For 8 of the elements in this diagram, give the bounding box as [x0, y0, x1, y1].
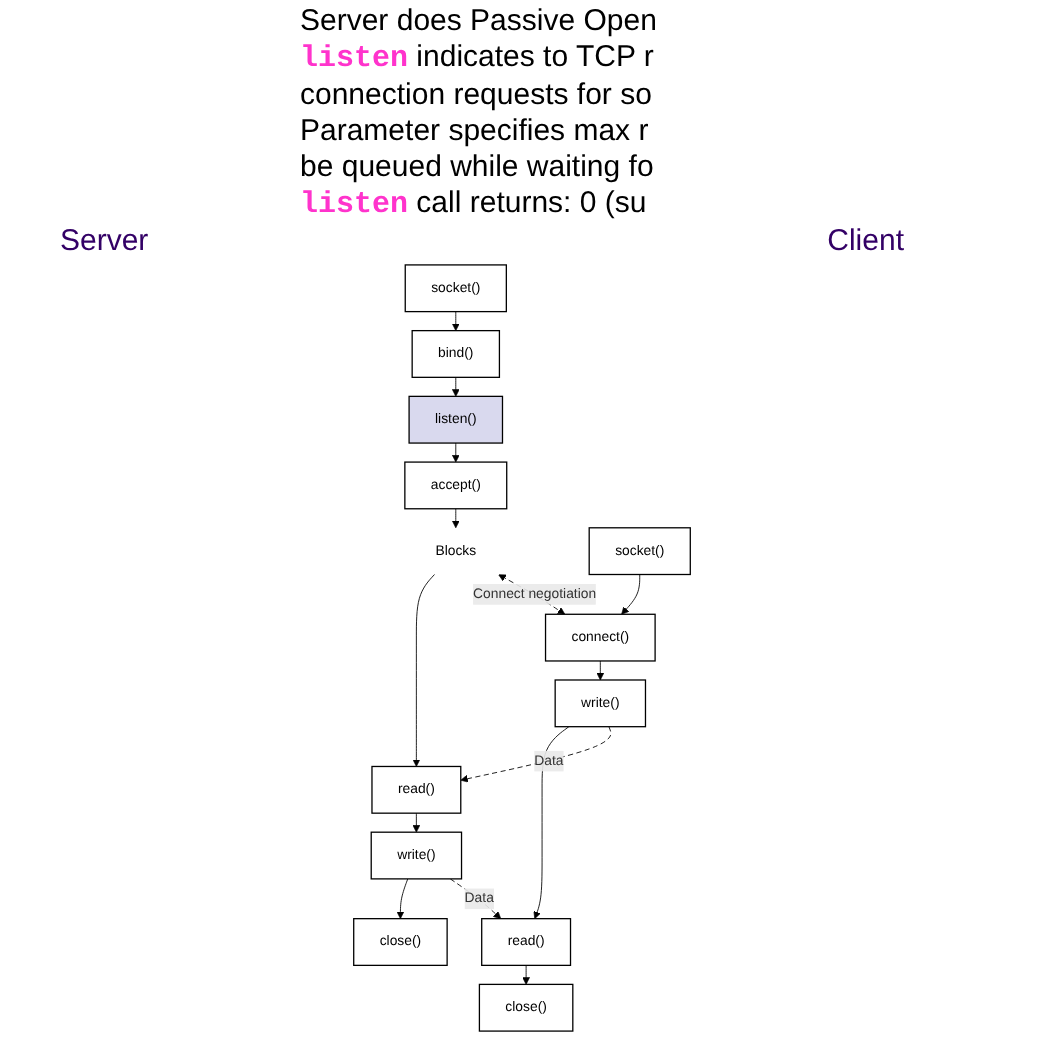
bullet-text: listen indicates to TCP r	[300, 40, 656, 78]
bullet-text: listen call returns: 0 (su	[300, 186, 649, 224]
bullet-text: be queued while waiting fo	[300, 150, 656, 186]
column-heading: Server	[60, 224, 149, 258]
bullet-text: connection requests for so	[300, 78, 654, 114]
column-heading: Client	[827, 224, 904, 258]
slide-heading: Server does Passive Open	[300, 4, 659, 40]
bullet-text: Parameter specifies max r	[300, 114, 651, 150]
